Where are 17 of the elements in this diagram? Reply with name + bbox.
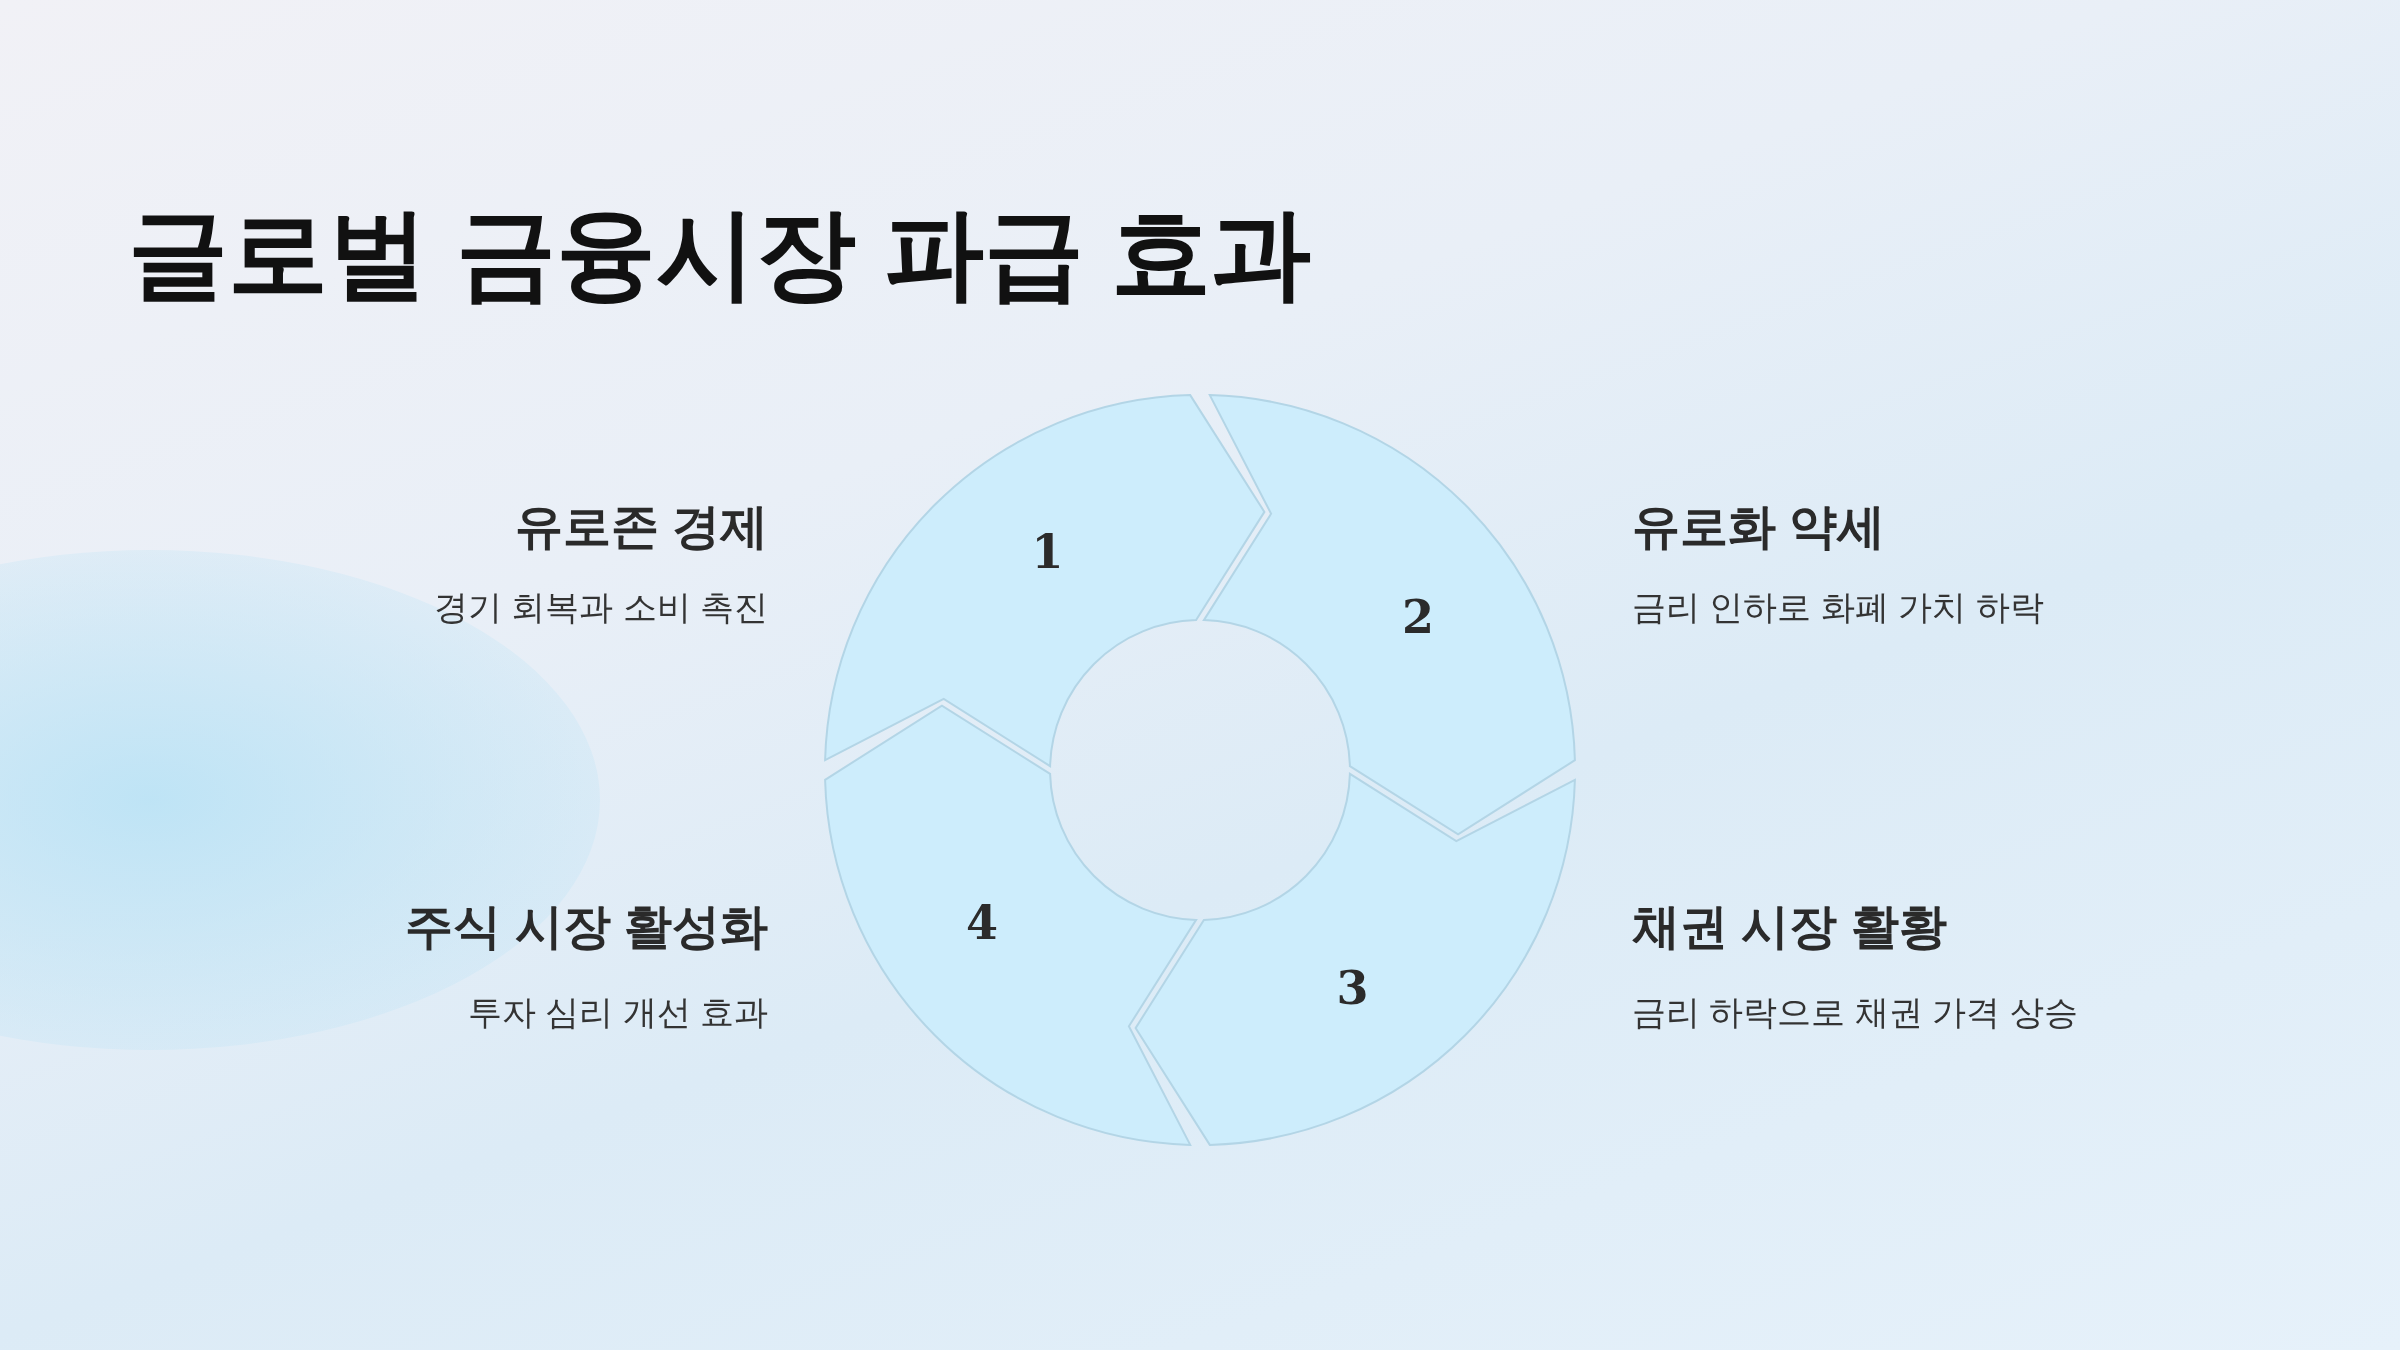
step-heading: 유로존 경제 xyxy=(514,499,768,555)
arrow-segment xyxy=(823,393,1267,769)
arrow-segment xyxy=(1133,771,1577,1147)
step-description: 경기 회복과 소비 촉진 xyxy=(433,587,768,628)
step-description: 금리 인하로 화폐 가치 하락 xyxy=(1632,587,2044,628)
step-heading: 채권 시장 활황 xyxy=(1632,899,1947,955)
step-number: 2 xyxy=(1401,590,1434,645)
step-number: 3 xyxy=(1336,960,1369,1015)
title: 글로벌 금융시장 파급 효과 xyxy=(128,196,1312,311)
arrow-segment xyxy=(823,703,1199,1147)
step-heading: 주식 시장 활성화 xyxy=(405,899,768,955)
step-description: 투자 심리 개선 효과 xyxy=(467,992,768,1033)
step-description: 금리 하락으로 채권 가격 상승 xyxy=(1632,992,2078,1033)
step-number: 4 xyxy=(966,895,999,950)
step-heading: 유로화 약세 xyxy=(1632,499,1886,555)
arrow-segment xyxy=(1201,393,1577,837)
step-number: 1 xyxy=(1031,525,1064,580)
